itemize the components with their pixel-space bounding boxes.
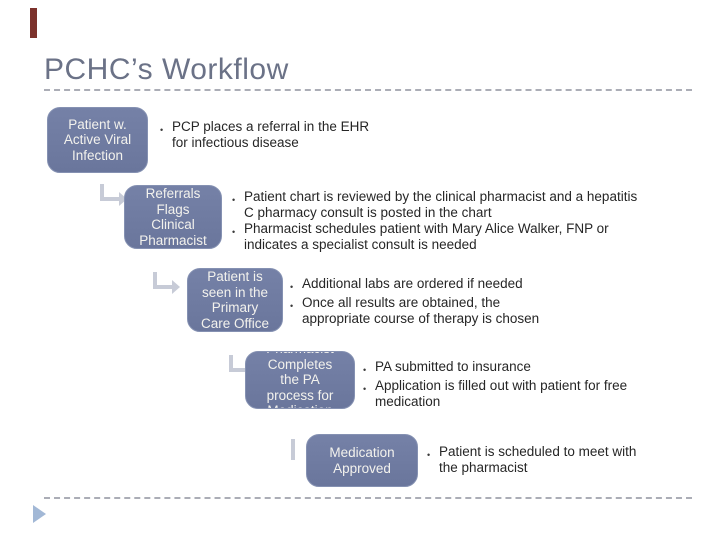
title-divider [44, 89, 692, 91]
footer-divider [44, 497, 692, 499]
bullet-dot-icon: • [160, 125, 164, 135]
bullet-item: • Once all results are obtained, the app… [290, 295, 539, 327]
bullet-item: • Patient is scheduled to meet with the … [427, 444, 636, 476]
bullet-dot-icon: • [363, 384, 367, 394]
bullet-item: • PCP places a referral in the EHR for i… [160, 119, 369, 151]
bullet-item: • Pharmacist schedules patient with Mary… [232, 221, 637, 253]
step-box-referrals-flags: Referrals Flags Clinical Pharmacist [124, 185, 222, 249]
elbow-arrow-icon [153, 272, 180, 294]
footer-arrow-icon [33, 505, 46, 523]
slide-title: PCHC’s Workflow [44, 53, 289, 86]
connector-bar-icon [291, 439, 295, 460]
step-box-label: Patient is seen in the Primary Care Offi… [200, 269, 270, 331]
bullet-dot-icon: • [232, 195, 236, 205]
step-box-pa-process: Pharmacist Completes the PA process for … [245, 351, 355, 409]
bullet-text: Pharmacist schedules patient with Mary A… [244, 221, 609, 252]
step-box-medication-approved: Medication Approved [306, 434, 418, 487]
step-box-label: Medication Approved [329, 445, 395, 476]
bullet-text: Once all results are obtained, the appro… [302, 295, 540, 326]
bullet-text: Application is filled out with patient f… [375, 378, 628, 409]
step-2-bullets: • Patient chart is reviewed by the clini… [232, 189, 637, 253]
step-box-label: Patient w. Active Viral Infection [63, 116, 132, 163]
bullet-dot-icon: • [290, 301, 294, 311]
bullet-item: • PA submitted to insurance [363, 359, 627, 378]
bullet-text: Patient chart is reviewed by the clinica… [244, 189, 638, 220]
step-5-bullets: • Patient is scheduled to meet with the … [427, 444, 636, 476]
bullet-item: • Patient chart is reviewed by the clini… [232, 189, 637, 221]
bullet-dot-icon: • [427, 450, 431, 460]
step-box-patient-infection: Patient w. Active Viral Infection [47, 107, 148, 173]
bullet-text: PCP places a referral in the EHR for inf… [172, 119, 370, 150]
bullet-dot-icon: • [290, 282, 294, 292]
theme-accent-bar [30, 8, 37, 38]
step-3-bullets: • Additional labs are ordered if needed … [290, 276, 539, 327]
step-box-label: Pharmacist Completes the PA process for … [266, 352, 334, 408]
step-4-bullets: • PA submitted to insurance • Applicatio… [363, 359, 627, 410]
step-box-primary-care-visit: Patient is seen in the Primary Care Offi… [187, 268, 283, 332]
bullet-text: PA submitted to insurance [375, 359, 531, 374]
bullet-item: • Application is filled out with patient… [363, 378, 627, 410]
bullet-dot-icon: • [363, 365, 367, 375]
bullet-text: Patient is scheduled to meet with the ph… [439, 444, 637, 475]
elbow-arrow-icon [100, 184, 127, 206]
bullet-item: • Additional labs are ordered if needed [290, 276, 539, 295]
step-1-bullets: • PCP places a referral in the EHR for i… [160, 119, 369, 151]
step-box-label: Referrals Flags Clinical Pharmacist [139, 186, 207, 248]
bullet-text: Additional labs are ordered if needed [302, 276, 523, 291]
bullet-dot-icon: • [232, 227, 236, 237]
